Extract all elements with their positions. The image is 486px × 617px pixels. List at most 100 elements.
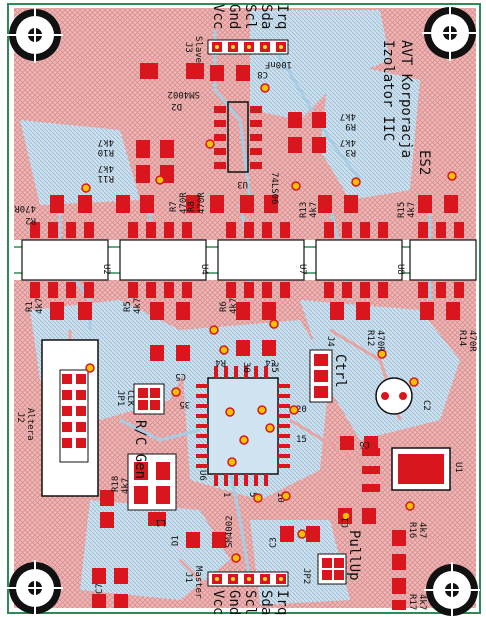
r6-value: 4k7 [229, 298, 239, 314]
jp1-ref: JP1 [115, 390, 125, 406]
r12-ref: R12 [365, 330, 375, 346]
r14-ref: R14 [457, 330, 467, 346]
resistor-pads-bottom [50, 302, 460, 361]
ic-u6: U6 35 30 25 20 15 10 5 1 [179, 362, 307, 503]
r8-ref: R8 [187, 201, 197, 212]
j1-pin-irq: Irq [274, 590, 290, 615]
jp1-name: CLK [125, 390, 135, 407]
jumper-jp2: JP2 PullUp [301, 530, 362, 585]
j3-pin-vcc: Vcc [210, 4, 226, 29]
cap-c2: C2 [375, 377, 431, 415]
header-j4: J4 Ctrl [309, 336, 348, 403]
j3-pin-irq: Irq [274, 4, 290, 29]
u6-pin-35: 35 [179, 399, 190, 409]
r7-value: 470R [179, 192, 189, 214]
opto-u7-label: U7 [297, 264, 307, 275]
r18-value: 4k7 [121, 478, 131, 494]
opto-u8-label: U8 [395, 264, 405, 275]
board-title-line2: AVT Korporacja [398, 40, 414, 158]
r9-value: 4k7 [340, 111, 356, 121]
r10-value: 4k7 [98, 137, 114, 147]
resistor-pads-top [50, 63, 458, 213]
c8-value: 100nF [265, 59, 292, 69]
title-block: Izolator IIC AVT Korporacja ES2 [380, 40, 432, 175]
j2-ref: J2 [15, 412, 25, 423]
jp2-ref: JP2 [301, 568, 311, 584]
r11-value: 4k7 [98, 163, 114, 173]
r13-ref: R13 [299, 202, 309, 218]
c4-ref: C4 [265, 357, 276, 367]
l1-ref: L1 [155, 517, 166, 527]
opto-pads [30, 222, 464, 298]
opto-u4-label: U4 [199, 264, 209, 275]
board-title-line1: Izolator IIC [380, 40, 396, 141]
r7-ref: R7 [169, 201, 179, 212]
u6-pin-30: 30 [241, 362, 251, 373]
j1-pin-gnd: Gnd [226, 590, 242, 615]
header-j1: Vcc Gnd Scl Sda Irq J1 Master [183, 566, 290, 615]
u6-pin-10: 10 [275, 492, 285, 503]
header-j3: Vcc Gnd Scl Sda Irq J3 Slave [183, 4, 290, 63]
mounting-holes [7, 5, 480, 617]
j4-name: Ctrl [332, 354, 348, 388]
r2-ref: R2 [25, 215, 36, 225]
c1-ref: C1 [341, 517, 351, 528]
u6-pin-1: 1 [221, 492, 231, 497]
r10-ref: R10 [98, 147, 114, 157]
r5-ref: R5 [123, 301, 133, 312]
r2-value: 470R [14, 203, 36, 213]
r15-value: 4k7 [407, 202, 417, 218]
r14-value: 470R [467, 330, 477, 352]
d2-ref: D2 [171, 101, 182, 111]
c2-ref: C2 [421, 400, 431, 411]
misc-smd-pads [92, 436, 406, 610]
r3-ref: R3 [345, 147, 356, 157]
j3-pin-gnd: Gnd [226, 4, 242, 29]
c7-ref: C7 [95, 583, 105, 594]
c6-ref: C6 [359, 439, 370, 449]
j1-name: Master [193, 566, 203, 599]
u3-part: 74LS06 [269, 172, 279, 205]
d2-part: SM4002 [167, 89, 200, 99]
u6-pin-20: 20 [296, 405, 307, 415]
r17-ref: R17 [407, 594, 417, 610]
r1-value: 4k7 [35, 298, 45, 314]
r13-value: 4k7 [309, 202, 319, 218]
j1-pin-sda: Sda [258, 590, 274, 615]
c5-ref: C5 [175, 371, 186, 381]
r16-ref: R16 [407, 522, 417, 538]
r18-ref: R18 [111, 476, 121, 492]
u6-pin-5: 5 [247, 492, 257, 497]
d1-part: SM4002 [225, 515, 235, 548]
d1-ref: D1 [171, 535, 181, 546]
r1-ref: R1 [25, 301, 35, 312]
r8-value: 470R [197, 192, 207, 214]
board-outline [7, 3, 481, 614]
vias [81, 83, 457, 563]
jp2-name: PullUp [346, 530, 362, 581]
j2-name: Altera [25, 408, 35, 441]
optocoupler-rail: U2 U4 U7 U8 [14, 239, 477, 281]
r17-value: 4k7 [417, 594, 427, 610]
j3-name: Slave [193, 36, 203, 63]
j1-ref: J1 [183, 572, 193, 583]
r5-value: 4k7 [133, 298, 143, 314]
ic-u1: U1 [362, 447, 463, 492]
r11-ref: R11 [98, 173, 114, 183]
c3-ref: C3 [269, 537, 279, 548]
j3-pin-sda: Sda [258, 4, 274, 29]
j1-pin-scl: Scl [242, 590, 258, 615]
opto-u2-label: U2 [101, 264, 111, 275]
r3-value: 4k7 [340, 137, 356, 147]
u6-ref: U6 [197, 470, 207, 481]
r15-ref: R15 [397, 202, 407, 218]
u6-pin-25: 25 [269, 362, 279, 373]
board-title-line3: ES2 [416, 150, 432, 175]
j3-ref: J3 [183, 42, 193, 53]
r9-ref: R9 [345, 121, 356, 131]
r12-value: 470R [375, 330, 385, 352]
r4-ref: R4 [215, 357, 226, 367]
j4-ref: J4 [325, 336, 335, 347]
u3-ref: U3 [237, 179, 248, 189]
